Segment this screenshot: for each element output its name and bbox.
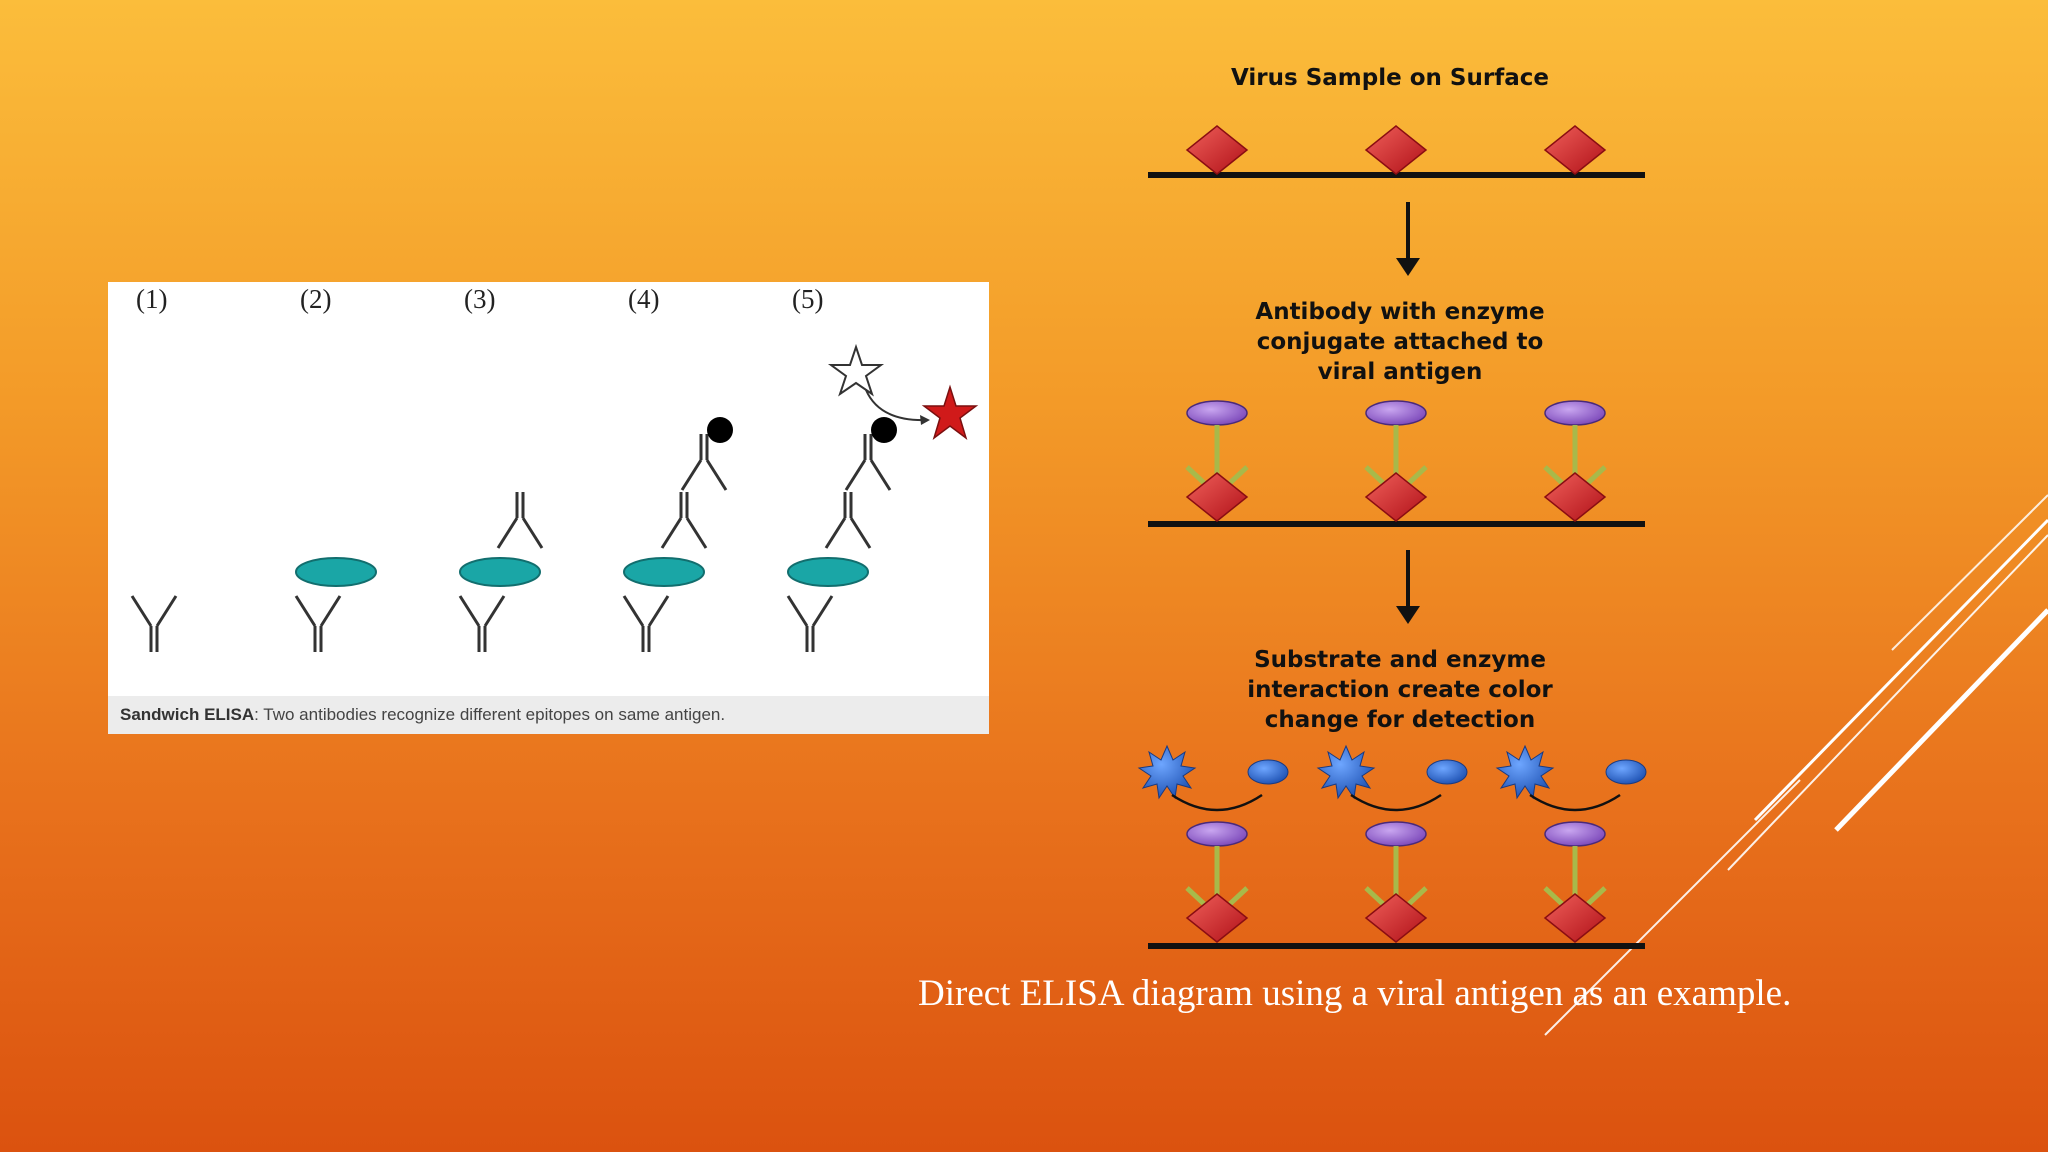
step-label-3: (3) — [464, 284, 496, 314]
antigen-2 — [295, 557, 377, 587]
detection-antibody-3 — [496, 490, 544, 550]
sandwich-caption-text: : Two antibodies recognize different epi… — [254, 705, 726, 724]
capture-antibody-4 — [622, 594, 670, 654]
antigen-5 — [787, 557, 869, 587]
antigen-3 — [459, 557, 541, 587]
stage3-title-line3: change for detection — [1264, 707, 1536, 733]
stage1-title: Virus Sample on Surface — [1231, 65, 1549, 91]
step-label-1: (1) — [136, 284, 168, 314]
step-label-4: (4) — [628, 284, 660, 314]
sandwich-caption: Sandwich ELISA: Two antibodies recognize… — [108, 696, 989, 734]
enzyme-dot-5 — [871, 417, 897, 443]
stage3-title-line1: Substrate and enzyme — [1254, 647, 1546, 673]
sandwich-elisa-figure: (1) (2) (3) (4) (5) — [108, 282, 989, 734]
conversion-arrow — [865, 389, 929, 422]
enzyme-dot-4 — [707, 417, 733, 443]
stage2-title-line3: viral antigen — [1317, 359, 1483, 385]
stage2-title: Antibody with enzyme conjugate attached … — [1120, 297, 1680, 387]
capture-antibody-2 — [294, 594, 342, 654]
product-star-icon — [921, 384, 979, 440]
stage2-title-line2: conjugate attached to — [1256, 329, 1544, 355]
capture-antibody-1 — [130, 594, 178, 654]
step-label-5: (5) — [792, 284, 824, 314]
sandwich-caption-bold: Sandwich ELISA — [120, 705, 255, 724]
detection-antibody-5 — [824, 490, 872, 550]
stage2-title-line1: Antibody with enzyme — [1255, 299, 1545, 325]
capture-antibody-5 — [786, 594, 834, 654]
detection-antibody-4 — [660, 490, 708, 550]
direct-elisa-caption: Direct ELISA diagram using a viral antig… — [918, 973, 1792, 1014]
capture-antibody-3 — [458, 594, 506, 654]
substrate-star-icon — [827, 343, 885, 397]
stage3-title: Substrate and enzyme interaction create … — [1120, 645, 1680, 735]
step-label-2: (2) — [300, 284, 332, 314]
stage3-title-line2: interaction create color — [1247, 677, 1553, 703]
antigen-4 — [623, 557, 705, 587]
sandwich-steps-drawing — [130, 343, 979, 654]
